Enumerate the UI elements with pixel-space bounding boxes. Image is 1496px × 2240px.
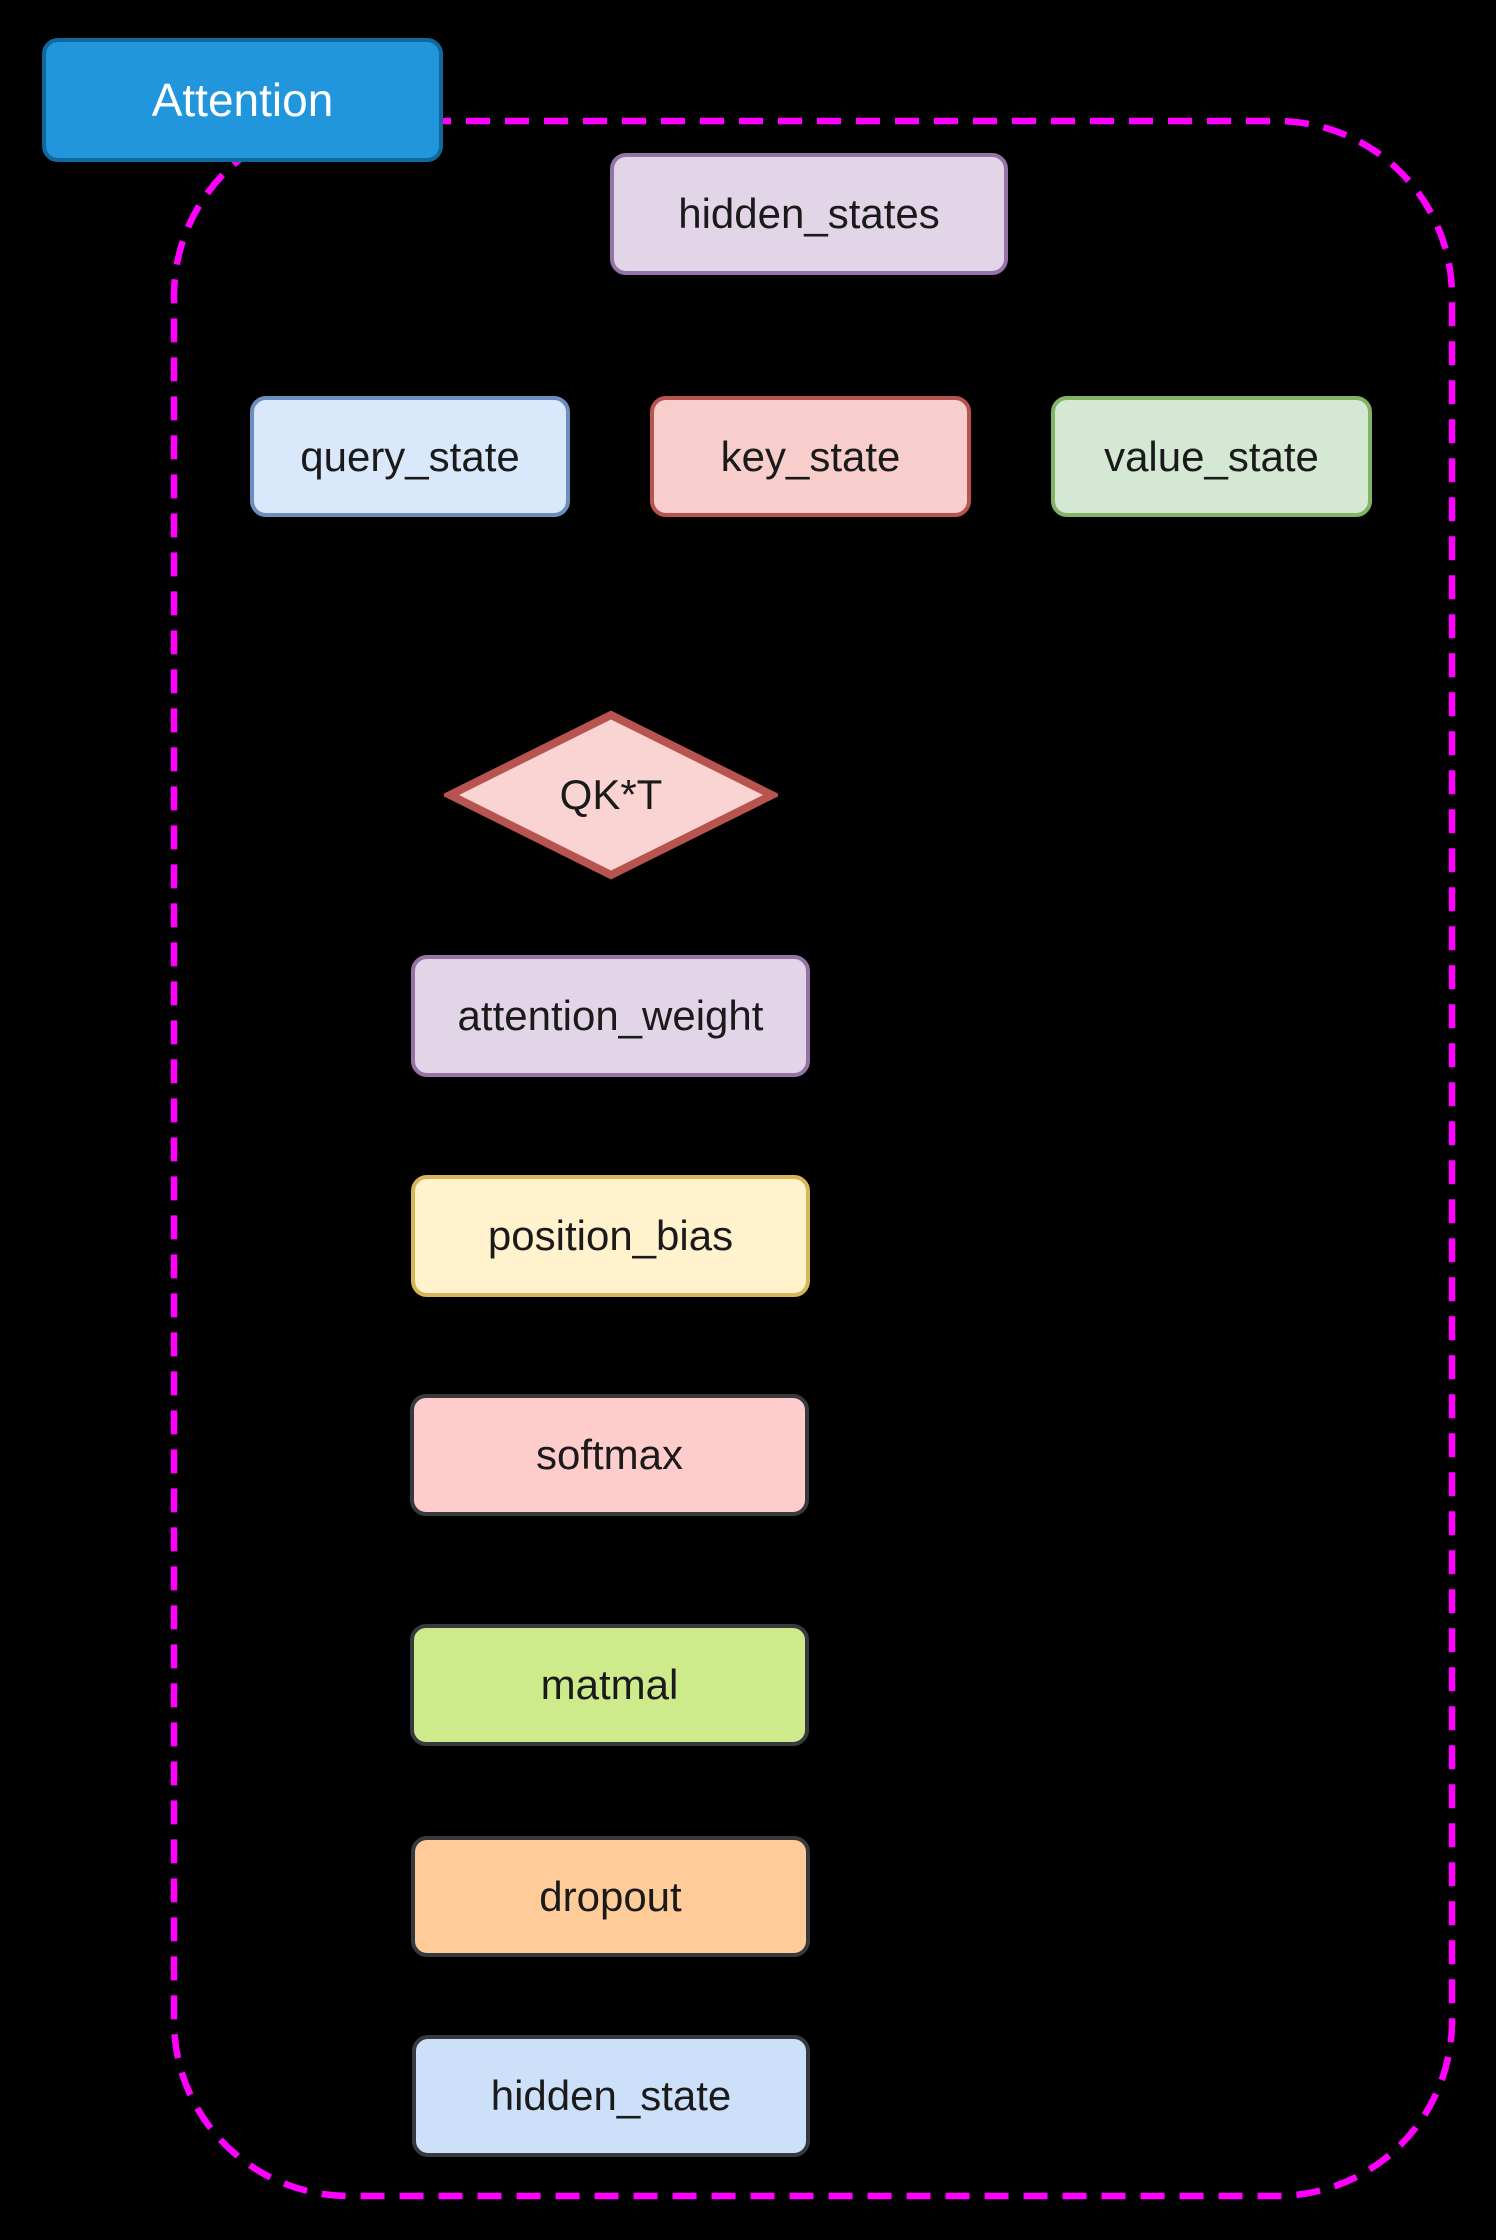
node-attention-weight: attention_weight — [411, 955, 810, 1077]
node-dropout: dropout — [411, 1836, 810, 1957]
node-position-bias: position_bias — [411, 1175, 810, 1297]
group-dashed-rect — [170, 117, 1456, 2200]
node-query-state: query_state — [250, 396, 570, 517]
node-value-state: value_state — [1051, 396, 1372, 517]
node-hidden-states: hidden_states — [610, 153, 1008, 275]
node-matmal: matmal — [410, 1624, 809, 1746]
diamond-shape-icon — [444, 710, 778, 880]
node-qkt-label: QK*T — [559, 771, 663, 818]
node-key-state: key_state — [650, 396, 971, 517]
node-qkt-diamond: QK*T — [444, 710, 778, 880]
node-softmax: softmax — [410, 1394, 809, 1516]
node-attention-title: Attention — [42, 38, 443, 162]
node-hidden-state: hidden_state — [412, 2035, 810, 2157]
